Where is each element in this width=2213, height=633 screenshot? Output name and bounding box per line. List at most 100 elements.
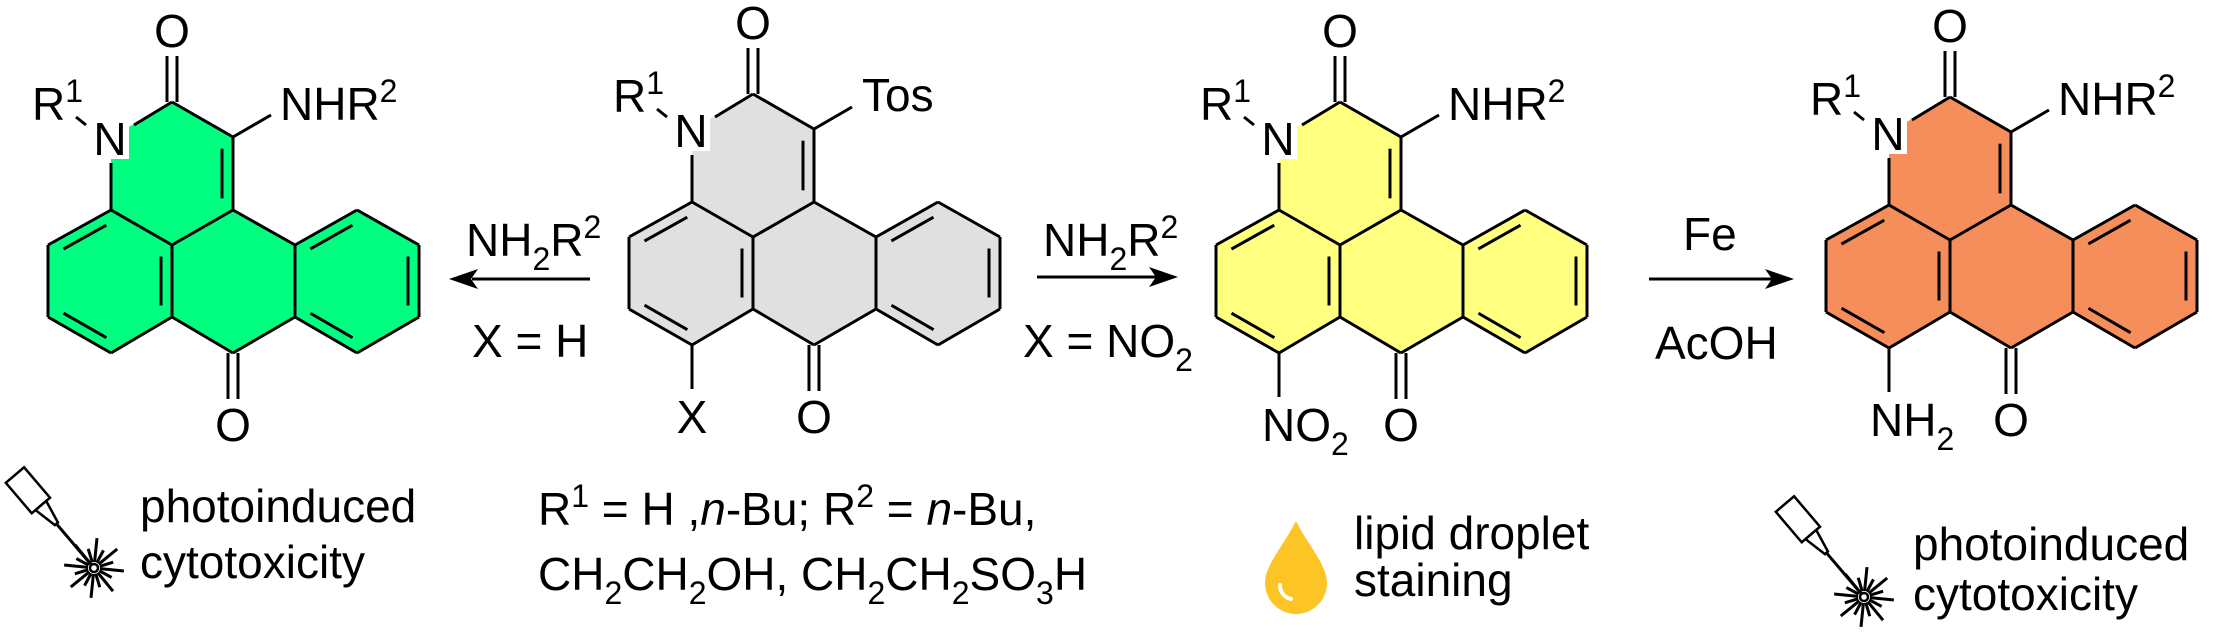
bond — [813, 200, 877, 239]
reagent-label: NH2R2 — [1043, 209, 1178, 277]
nitrogen-label: N — [674, 105, 707, 157]
bond — [1949, 203, 2012, 242]
compound-nitro-product: O R1 N NHR2 NO2 O — [1200, 5, 1589, 462]
substituent-line-1: R1 = H ,n-Bu; R2 = n-Bu, — [538, 478, 1036, 535]
compound-color-fill — [1826, 97, 2197, 348]
application-right: photoinduced cytotoxicity — [1774, 494, 2189, 627]
compound-amine-product-h: O R1 N NHR2 O — [32, 5, 421, 451]
r1-label: R1 — [32, 73, 83, 130]
n-c2-bond — [1911, 95, 1951, 122]
bond — [232, 208, 296, 247]
double-bond-inner-line — [1477, 311, 1522, 340]
starburst-ray — [1853, 601, 1863, 616]
starburst-ray — [1863, 567, 1869, 592]
bond — [752, 307, 815, 347]
bond — [1339, 315, 1402, 355]
compound-color-fill — [629, 94, 1000, 345]
nitro-label: NO2 — [1262, 399, 1349, 462]
reagent-label: NH2R2 — [466, 209, 601, 277]
carbonyl-oxygen-label: O — [154, 5, 190, 57]
bond — [1825, 203, 1890, 242]
arrowhead-right-icon — [1149, 267, 1178, 287]
reagent-label: Fe — [1683, 208, 1737, 260]
bond — [937, 307, 1001, 347]
arrow-reduction: Fe AcOH — [1649, 208, 1794, 369]
n-c2-bond — [714, 92, 754, 119]
double-bond-inner-line — [2087, 218, 2132, 246]
bond — [752, 92, 815, 131]
starburst-ray — [1868, 598, 1883, 608]
carbonyl-oxygen-label: O — [735, 0, 771, 49]
condition-label: X = H — [472, 315, 588, 367]
starburst-ray — [95, 549, 105, 564]
starburst-ray — [74, 568, 89, 576]
double-bond-inner-line — [1230, 311, 1276, 339]
starburst-ray — [99, 567, 124, 573]
r1-n-bond — [75, 115, 87, 127]
bond — [1215, 208, 1280, 247]
substituent-definitions: R1 = H ,n-Bu; R2 = n-Bu, CH2CH2OH, CH2CH… — [538, 478, 1087, 611]
bond — [171, 100, 234, 139]
c3-substituent-bond — [813, 105, 853, 131]
double-bond-inner-line — [890, 215, 935, 243]
starburst-ray — [1845, 586, 1860, 596]
application-left: photoinduced cytotoxicity — [4, 465, 416, 598]
bond — [752, 200, 815, 239]
nitrogen-label: N — [1261, 113, 1294, 165]
laser-icon — [4, 465, 124, 598]
bond — [1949, 310, 2012, 350]
bond — [2010, 203, 2074, 242]
bond — [2134, 310, 2198, 350]
tosyl-label: Tos — [862, 69, 934, 121]
bond — [1278, 315, 1341, 355]
bond — [875, 200, 939, 239]
arrow-right-amination: NH2R2 X = NO2 — [1023, 209, 1193, 378]
double-bond-inner-line — [62, 223, 107, 251]
bond — [171, 208, 234, 247]
double-bond-inner-line — [1230, 223, 1275, 251]
bond — [875, 307, 939, 347]
bond — [2010, 310, 2074, 350]
starburst-ray — [1869, 589, 1884, 597]
starburst-ray — [1834, 592, 1859, 598]
r1-label: R1 — [1810, 68, 1861, 125]
bond — [1400, 208, 1464, 247]
bond — [691, 307, 754, 347]
bond — [1949, 95, 2012, 134]
bond — [171, 315, 234, 355]
application-label-line-1: lipid droplet — [1354, 507, 1589, 559]
carbonyl-oxygen-label: O — [1322, 5, 1358, 57]
x-substituent-label: X — [677, 391, 708, 443]
starburst-ray — [69, 570, 91, 589]
nitrogen-label: N — [93, 113, 126, 165]
ketone-oxygen-label: O — [1993, 394, 2029, 446]
bond — [937, 200, 1001, 239]
bond — [691, 200, 754, 239]
bond — [1339, 100, 1402, 139]
starburst-ray — [1856, 577, 1864, 592]
arrowhead-right-icon — [1765, 269, 1794, 289]
application-label-line-1: photoinduced — [1913, 518, 2189, 570]
application-label-line-2: cytotoxicity — [140, 536, 365, 588]
starburst-ray — [96, 571, 115, 593]
compound-amino-product: O R1 N NHR2 NH2 O — [1810, 0, 2199, 457]
bond — [1888, 203, 1951, 242]
nitrogen-label: N — [1871, 108, 1904, 160]
bond — [2072, 203, 2136, 242]
r1-n-bond — [1853, 110, 1865, 122]
bond — [1339, 208, 1402, 247]
bond — [628, 307, 693, 347]
starburst-ray — [89, 573, 95, 598]
starburst-ray — [64, 563, 89, 569]
double-bond-inner-line — [890, 303, 935, 332]
bond — [47, 315, 112, 355]
compound-color-fill — [1216, 102, 1587, 353]
bond — [1462, 315, 1526, 355]
starburst-ray — [97, 547, 119, 566]
condition-label: AcOH — [1655, 317, 1778, 369]
starburst-ray — [1864, 602, 1872, 617]
condition-label: X = NO2 — [1023, 315, 1193, 378]
carbonyl-oxygen-label: O — [1932, 0, 1968, 52]
starburst-ray — [94, 573, 102, 588]
compound-color-fill — [48, 102, 419, 353]
